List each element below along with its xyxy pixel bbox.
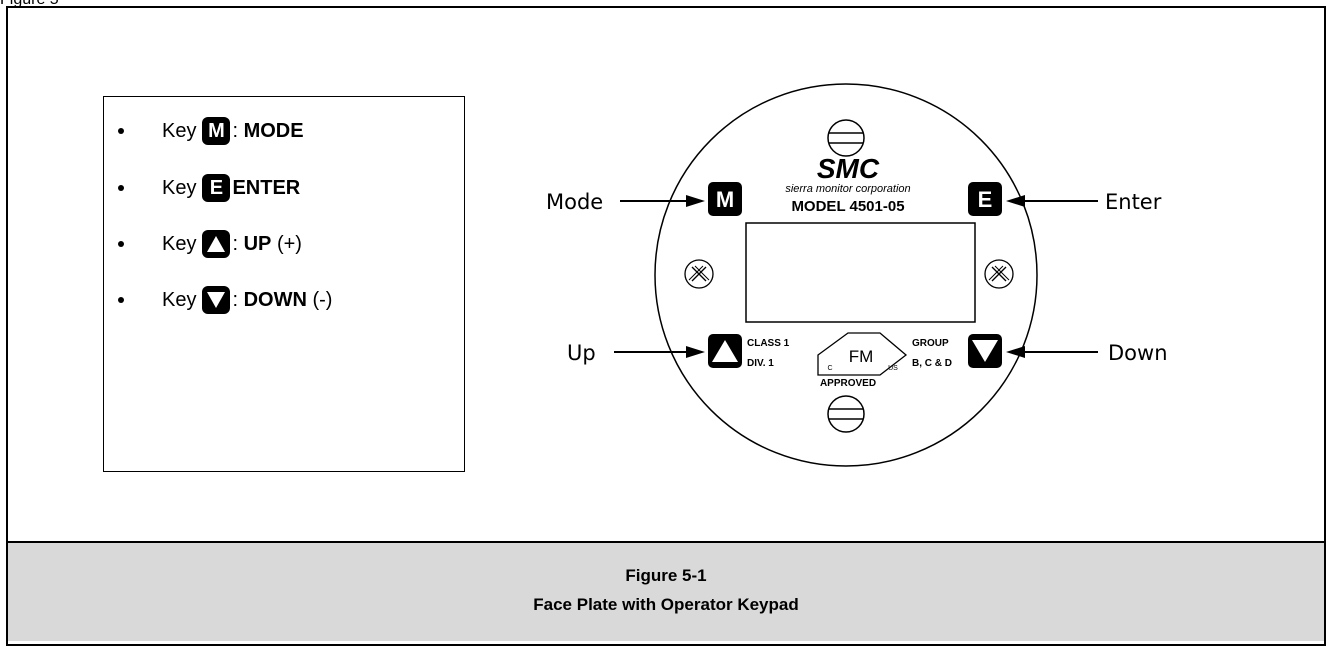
figure-caption: Figure 5-1 Face Plate with Operator Keyp… — [6, 541, 1326, 641]
smc-logo: SMC — [817, 153, 880, 184]
mode-callout-arrow — [620, 195, 705, 207]
key-letter: M — [208, 119, 225, 142]
bullet — [118, 128, 124, 134]
top-screw-icon — [827, 119, 865, 157]
group-line2: B, C & D — [912, 358, 952, 369]
legend-function-up: UP — [243, 232, 272, 255]
legend-key-prefix: Key — [162, 176, 197, 199]
mode-key-button[interactable]: M — [708, 182, 742, 216]
bottom-screw-icon — [827, 395, 865, 433]
model-number: MODEL 4501-05 — [791, 198, 904, 215]
enter-key-button[interactable]: E — [968, 182, 1002, 216]
up-arrow-key-icon — [202, 230, 231, 258]
fm-approved-mark-icon: FM C US — [817, 332, 908, 376]
enter-callout-arrow — [1006, 195, 1098, 207]
legend-item-enter: Key E ENTER — [118, 170, 300, 206]
company-name: sierra monitor corporation — [785, 183, 910, 195]
figure-number: Figure 5-1 — [625, 566, 707, 585]
faceplate-drawing: SMC sierra monitor corporation MODEL 450… — [546, 83, 1168, 467]
legend-function-enter: ENTER — [232, 176, 301, 199]
key-legend-box: Key M : MODE Key E ENTER Key : UP (+) Ke… — [103, 96, 465, 472]
m-key-icon: M — [202, 117, 231, 145]
fm-c: C — [827, 365, 832, 372]
up-callout-label: Up — [567, 341, 596, 365]
legend-key-prefix: Key — [162, 288, 197, 311]
bullet — [118, 241, 124, 247]
enter-key-letter: E — [978, 187, 993, 212]
legend-function-mode: MODE — [243, 119, 304, 142]
down-callout-arrow — [1006, 346, 1098, 358]
down-key-button[interactable] — [968, 334, 1002, 368]
fm-us: US — [888, 365, 898, 372]
legend-key-prefix: Key — [162, 232, 197, 255]
legend-separator: : — [232, 119, 239, 142]
mode-callout-label: Mode — [546, 190, 603, 214]
legend-key-prefix: Key — [162, 119, 197, 142]
e-key-icon: E — [202, 174, 231, 202]
figure-title: Face Plate with Operator Keypad — [533, 595, 799, 614]
left-screw-icon — [684, 259, 714, 289]
legend-separator: : — [232, 232, 239, 255]
legend-item-mode: Key M : MODE — [118, 113, 304, 149]
legend-separator: : — [232, 288, 239, 311]
mode-key-letter: M — [716, 187, 734, 212]
fm-text: FM — [849, 347, 874, 366]
class-line2: DIV. 1 — [747, 358, 774, 369]
legend-item-down: Key : DOWN (-) — [118, 282, 332, 318]
down-callout-label: Down — [1108, 341, 1168, 365]
legend-suffix: (-) — [312, 288, 333, 311]
right-screw-icon — [984, 259, 1014, 289]
up-callout-arrow — [614, 346, 705, 358]
down-arrow-icon — [972, 340, 998, 362]
bullet — [118, 185, 124, 191]
enter-callout-label: Enter — [1105, 190, 1162, 214]
legend-item-up: Key : UP (+) — [118, 226, 302, 262]
bullet — [118, 297, 124, 303]
class-line1: CLASS 1 — [747, 338, 790, 349]
up-arrow-icon — [712, 340, 738, 362]
group-line1: GROUP — [912, 338, 949, 349]
legend-function-down: DOWN — [243, 288, 307, 311]
down-arrow-key-icon — [202, 286, 231, 314]
key-letter: E — [209, 176, 224, 199]
approved-label: APPROVED — [820, 378, 876, 389]
up-key-button[interactable] — [708, 334, 742, 368]
display-window — [745, 222, 976, 323]
figure-header-label: Figure 5 — [0, 0, 59, 9]
legend-suffix: (+) — [276, 232, 302, 255]
